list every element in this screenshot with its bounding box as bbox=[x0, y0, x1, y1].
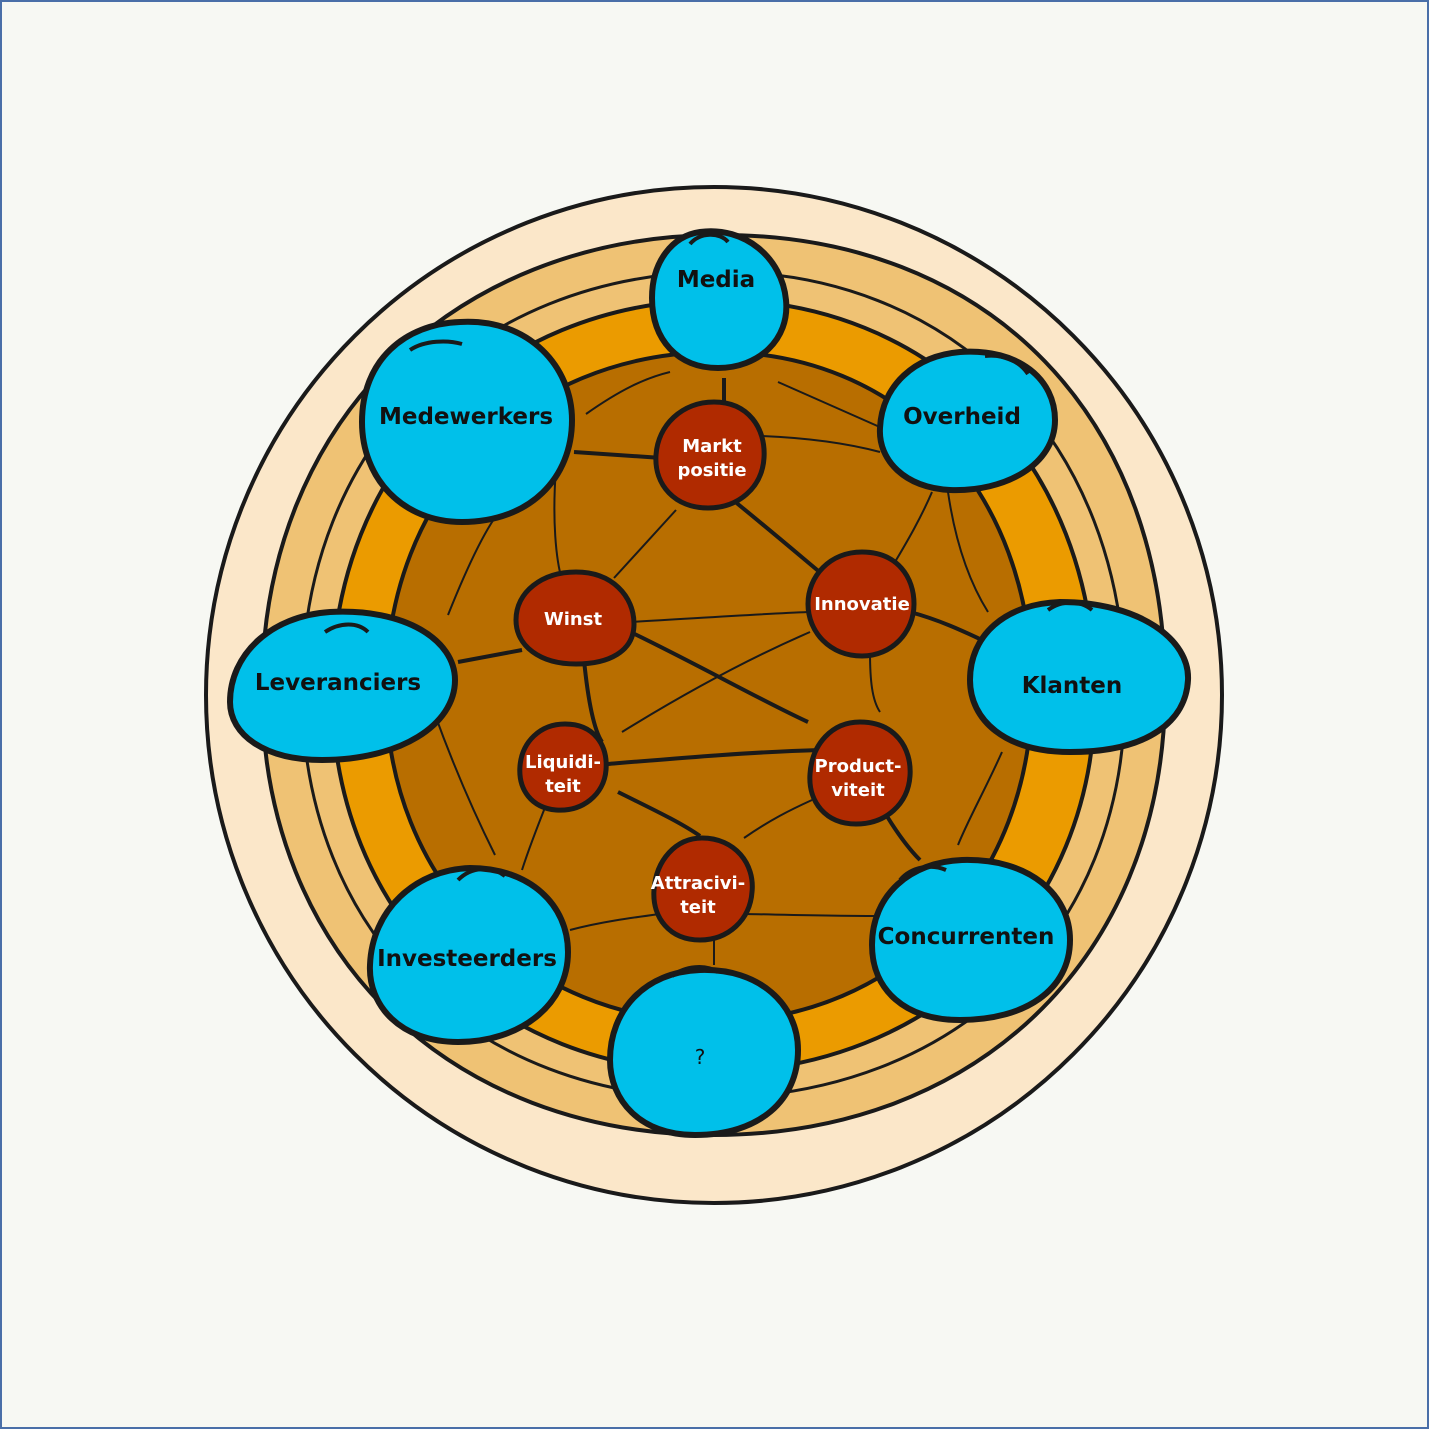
stakeholder-label: Medewerkers bbox=[379, 404, 553, 430]
factor-winst[interactable]: Winst bbox=[513, 569, 637, 667]
factor-label-line1: Winst bbox=[544, 609, 603, 630]
factor-label-line1: Liquidi- bbox=[525, 752, 601, 773]
stakeholder-leveranciers[interactable]: Leveranciers bbox=[226, 608, 459, 764]
stakeholder-media[interactable]: Media bbox=[648, 228, 790, 372]
stakeholder-klanten[interactable]: Klanten bbox=[966, 598, 1192, 756]
factor-label-line2: teit bbox=[680, 897, 716, 918]
stakeholder-overheid[interactable]: Overheid bbox=[876, 348, 1059, 494]
stakeholder-investeerders[interactable]: Investeerders bbox=[366, 864, 572, 1046]
factor-label-line1: Innovatie bbox=[814, 594, 910, 615]
thin-connections bbox=[433, 371, 1003, 965]
stakeholder-medewerkers[interactable]: Medewerkers bbox=[358, 318, 576, 526]
stakeholder-label: Media bbox=[677, 267, 755, 293]
factor-label-line1: Markt bbox=[682, 436, 742, 457]
stakeholder-concurrenten[interactable]: Concurrenten bbox=[868, 856, 1074, 1024]
stakeholder-label: Investeerders bbox=[377, 946, 557, 972]
factor-productiviteit[interactable]: Product- viteit bbox=[807, 719, 913, 827]
stakeholder-label: ? bbox=[695, 1045, 706, 1069]
factor-liquiditeit[interactable]: Liquidi- teit bbox=[517, 721, 609, 813]
stakeholder-unknown[interactable]: ? bbox=[606, 965, 802, 1139]
stakeholder-label: Leveranciers bbox=[255, 670, 421, 696]
stakeholder-nodes: Media Medewerkers Overheid Leveranciers … bbox=[226, 228, 1192, 1139]
factor-label-line2: positie bbox=[677, 460, 746, 481]
stakeholder-label: Concurrenten bbox=[878, 924, 1055, 950]
factor-innovatie[interactable]: Innovatie bbox=[805, 549, 917, 659]
factor-label-line2: viteit bbox=[831, 780, 885, 801]
factor-label-line2: teit bbox=[545, 776, 581, 797]
factor-marktpositie[interactable]: Markt positie bbox=[653, 399, 767, 511]
factor-label-line1: Attracivi- bbox=[651, 873, 745, 894]
factor-label-line1: Product- bbox=[815, 756, 902, 777]
stakeholder-label: Klanten bbox=[1022, 673, 1123, 699]
stakeholder-label: Overheid bbox=[903, 404, 1021, 430]
factor-nodes: Markt positie Winst Innovatie Liquidi- t… bbox=[513, 399, 917, 943]
factor-attractiviteit[interactable]: Attracivi- teit bbox=[651, 835, 755, 943]
